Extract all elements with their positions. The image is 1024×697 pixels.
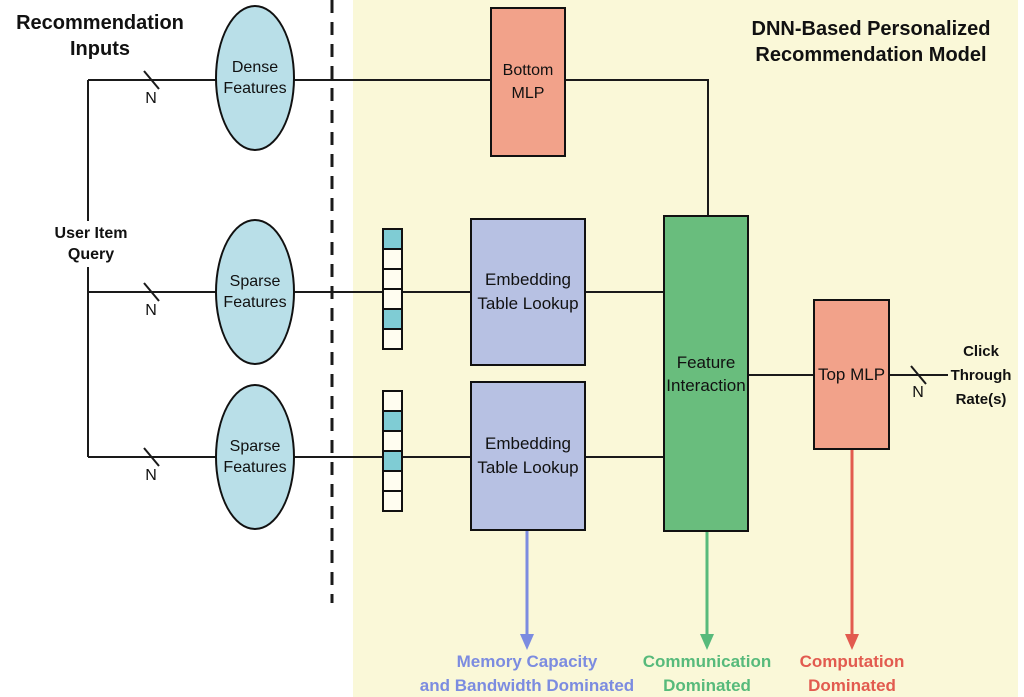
computation-arrow bbox=[845, 450, 859, 650]
embedding-vector-2 bbox=[382, 390, 403, 512]
vector-cell-teal bbox=[382, 308, 403, 330]
sparse-features-node-1: Sparse Features bbox=[215, 219, 295, 365]
vector-cell-cream bbox=[382, 430, 403, 452]
memory-arrow bbox=[520, 531, 534, 650]
vector-cell-cream bbox=[382, 470, 403, 492]
bottom-mlp-block: Bottom MLP bbox=[490, 7, 566, 157]
top-mlp-block: Top MLP bbox=[813, 299, 890, 450]
sparse-features-node-2: Sparse Features bbox=[215, 384, 295, 530]
bus-width-label-sparse1: N bbox=[145, 302, 157, 319]
bus-slash-output bbox=[910, 365, 927, 385]
communication-arrow bbox=[700, 532, 714, 650]
vector-cell-cream bbox=[382, 248, 403, 270]
vector-cell-cream bbox=[382, 268, 403, 290]
computation-dominated-caption: Computation Dominated bbox=[799, 652, 905, 695]
bus-width-label-output: N bbox=[912, 384, 924, 401]
vector-cell-cream bbox=[382, 328, 403, 350]
model-title: DNN-Based Personalized Recommendation Mo… bbox=[751, 18, 991, 66]
dense-wire bbox=[88, 79, 709, 215]
dense-features-node: Dense Features bbox=[215, 5, 295, 151]
vector-cell-cream bbox=[382, 490, 403, 512]
embedding-table-lookup-block-2: Embedding Table Lookup bbox=[470, 381, 586, 531]
bus-slash-sparse1 bbox=[143, 282, 160, 302]
bus-width-label-sparse2: N bbox=[145, 467, 157, 484]
bus-width-label-dense: N bbox=[145, 90, 157, 107]
vector-cell-teal bbox=[382, 450, 403, 472]
embedding-table-lookup-block-1: Embedding Table Lookup bbox=[470, 218, 586, 366]
bus-slash-dense bbox=[143, 70, 160, 90]
embedding-vector-1 bbox=[382, 228, 403, 350]
communication-dominated-caption: Communication Dominated bbox=[642, 652, 772, 695]
vector-cell-cream bbox=[382, 288, 403, 310]
vector-cell-teal bbox=[382, 228, 403, 250]
feature-interaction-block: Feature Interaction bbox=[663, 215, 749, 532]
user-item-query-label: User Item Query bbox=[41, 221, 141, 267]
memory-dominated-caption: Memory Capacity and Bandwidth Dominated bbox=[419, 652, 635, 695]
inputs-title: Recommendation Inputs bbox=[16, 12, 184, 60]
click-through-rates-label: Click Through Rate(s) bbox=[950, 343, 1012, 408]
bus-slash-sparse2 bbox=[143, 447, 160, 467]
vector-cell-teal bbox=[382, 410, 403, 432]
vector-cell-cream bbox=[382, 390, 403, 412]
